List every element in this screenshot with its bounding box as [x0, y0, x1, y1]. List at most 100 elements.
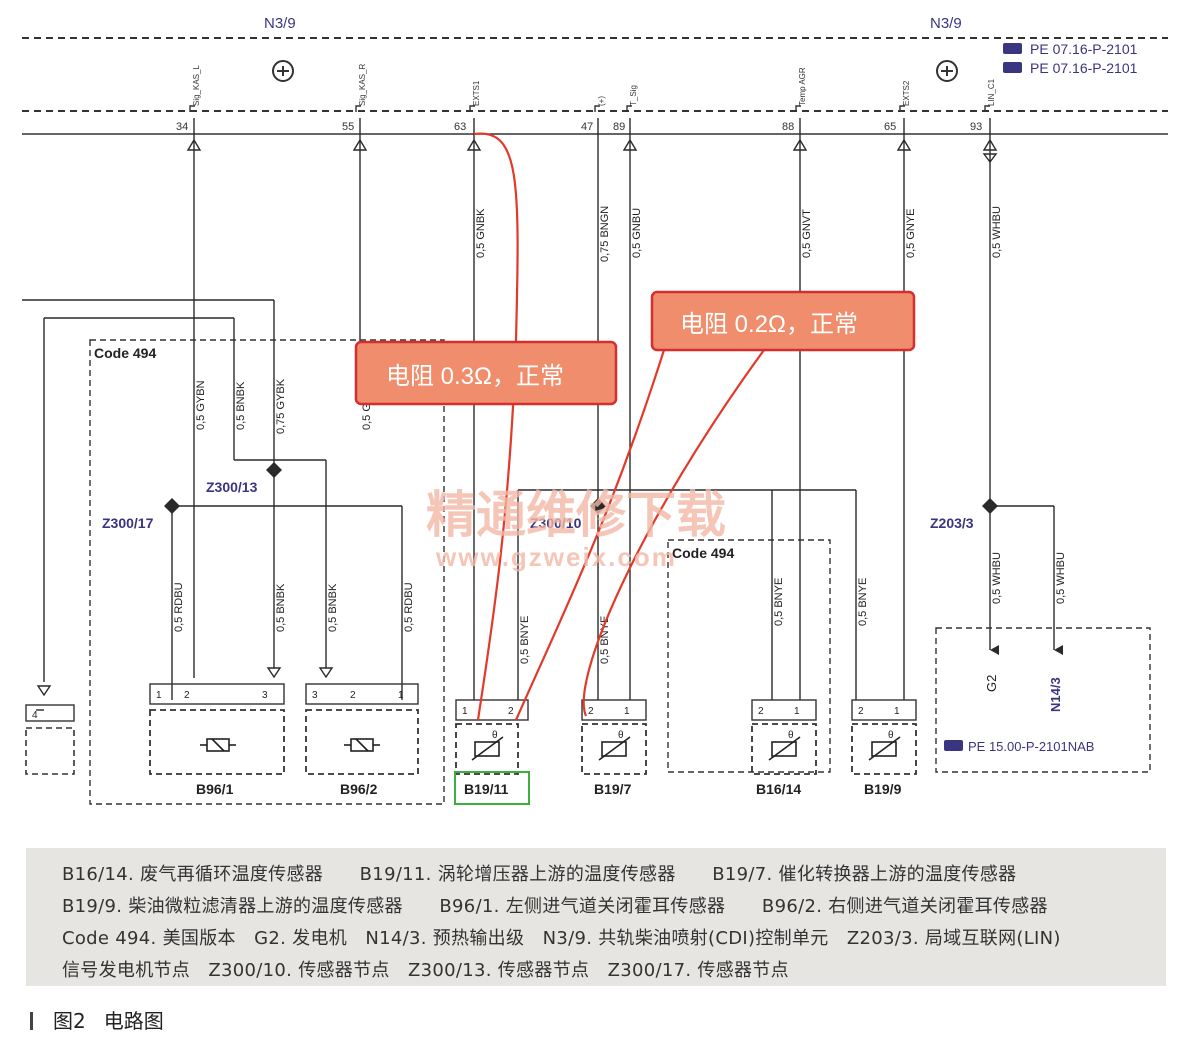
thermistor-icon	[471, 736, 504, 761]
component-label: B19/11	[464, 781, 509, 797]
theta-symbol: θ	[618, 730, 624, 741]
component-label: B19/7	[594, 781, 632, 797]
wire-label: 0,5 BNYE	[773, 578, 785, 626]
thermistor-icon	[868, 736, 901, 761]
pin-number: 4	[32, 710, 38, 721]
node-label: Z300/17	[102, 515, 154, 531]
wire-label: 0,5 RDBU	[403, 582, 415, 632]
pin-signal: T_Sig	[629, 85, 638, 106]
legend-line: 信号发电机节点 Z300/10. 传感器节点 Z300/13. 传感器节点 Z3…	[62, 960, 789, 981]
pin-number: 1	[624, 706, 630, 717]
component-label: B96/2	[340, 781, 378, 797]
watermark-text: 精通维修下载	[426, 487, 726, 543]
pin-number: 1	[894, 706, 900, 717]
wire-label: 0,5 WHBU	[991, 206, 1003, 258]
reference-text: PE 15.00-P-2101NAB	[968, 739, 1094, 754]
thermistor-icon	[768, 736, 801, 761]
component-label: B16/14	[756, 781, 801, 797]
pin-number: 2	[350, 690, 356, 701]
reference-text: PE 07.16-P-2101	[1030, 60, 1138, 76]
wire-label: 0,5 BNBK	[275, 583, 287, 632]
reference-link[interactable]: PE 07.16-P-2101	[1003, 60, 1138, 76]
junction-node	[164, 462, 998, 514]
caption-bar	[30, 1012, 33, 1030]
legend-panel: B16/14. 废气再循环温度传感器 B19/11. 涡轮增压器上游的温度传感器…	[26, 848, 1166, 986]
pin-number: 3	[262, 690, 268, 701]
wire-label: 0,5 GNBU	[631, 208, 643, 258]
pin-number: 1	[794, 706, 800, 717]
pin-number: 1	[398, 690, 404, 701]
wire-label: 0,5 BNBK	[327, 583, 339, 632]
pin-number: 2	[508, 706, 514, 717]
wire-label: 0,75 BNGN	[599, 206, 611, 262]
pin-number: 93	[970, 121, 982, 133]
code-box: Code 494	[667, 539, 831, 773]
wire-label: 0,5 RDBU	[173, 582, 185, 632]
reference-link[interactable]: PE 07.16-P-2101	[1003, 41, 1138, 57]
arrow-down-icon	[36, 667, 334, 697]
ecu-pin: T_Sig 89	[613, 85, 638, 133]
pin-number: 2	[588, 706, 594, 717]
document-reference-icon	[1003, 62, 1022, 73]
wire-label: 0,5 GNYE	[905, 208, 917, 258]
ecu-boundary	[22, 37, 1168, 135]
component-b19-7[interactable]: 2 1 θ B19/7	[581, 699, 647, 797]
hall-sensor-icon	[200, 738, 236, 752]
component-b96-1[interactable]: 1 2 3 B96/1	[149, 683, 285, 797]
code-box: Code 494	[89, 339, 445, 805]
wire-label: 0,5 BNYE	[857, 578, 869, 626]
code-box-label: Code 494	[672, 545, 734, 561]
ecu-pin: LIN_C1 93	[970, 78, 996, 133]
pin-signal: Temp AGR	[798, 67, 807, 106]
wire-label: 0,5 BNYE	[519, 616, 531, 664]
highlight-frame	[454, 771, 530, 805]
callout-text: 电阻 0.2Ω，正常	[680, 311, 858, 338]
pin-signal: Sig_KAS_L	[192, 65, 201, 106]
pin-number: 1	[462, 706, 468, 717]
figure-caption: 图2 电路图	[30, 1005, 164, 1034]
component-b16-14[interactable]: 2 1 θ B16/14	[751, 699, 817, 797]
reference-link[interactable]: PE 15.00-P-2101NAB	[944, 739, 1094, 754]
document-reference-icon	[944, 740, 963, 751]
wire-label: 0,75 GYBK	[275, 378, 287, 434]
pin-number: 1	[156, 690, 162, 701]
legend-line: Code 494. 美国版本 G2. 发电机 N14/3. 预热输出级 N3/9…	[62, 928, 1061, 949]
component-b96-2[interactable]: 3 2 1 B96/2	[305, 683, 419, 797]
code-box-label: Code 494	[94, 345, 156, 361]
pin-signal: LIN_C1	[987, 78, 996, 106]
component-b19-11[interactable]: 1 2 θ B19/11	[454, 699, 530, 805]
figure-title: 电路图	[103, 1009, 164, 1033]
pin-signal: Sig_KAS_R	[358, 64, 367, 106]
output-label: G2	[984, 675, 999, 692]
pin-number: 2	[758, 706, 764, 717]
legend-line: B16/14. 废气再循环温度传感器 B19/11. 涡轮增压器上游的温度传感器…	[62, 864, 1017, 885]
document-reference-icon	[1003, 43, 1022, 54]
ecu-pin: EXTS1 63	[454, 80, 481, 133]
component-b19-9[interactable]: 2 1 θ B19/9	[851, 699, 917, 797]
pin-number: 2	[184, 690, 190, 701]
wire-labels: 0,5 GNBK 0,75 BNGN 0,5 GNBU 0,5 GNVT 0,5…	[173, 206, 1067, 664]
ecu-label-right: N3/9	[930, 15, 962, 32]
ecu-pin: Sig_KAS_R 55	[342, 64, 367, 133]
theta-symbol: θ	[888, 730, 894, 741]
theta-symbol: θ	[492, 730, 498, 741]
output-box: G2 N14/3 PE 15.00-P-2101NAB	[935, 627, 1151, 773]
ecu-pin: Sig_KAS_L 34	[176, 65, 201, 133]
wire-label: 0,5 WHBU	[1055, 552, 1067, 604]
pin-signal: EXTS2	[902, 80, 911, 106]
pin-number: 47	[581, 121, 593, 133]
node-label: Z300/13	[206, 479, 258, 495]
ground-symbol-icon	[936, 60, 958, 82]
pin-number: 3	[312, 690, 318, 701]
pin-number: 63	[454, 121, 466, 133]
figure-number: 图2	[53, 1009, 86, 1033]
watermark: 精通维修下载 www.gzweix.com	[426, 487, 726, 572]
pin-number: 65	[884, 121, 896, 133]
legend-line: B19/9. 柴油微粒滤清器上游的温度传感器 B96/1. 左侧进气道关闭霍耳传…	[62, 896, 1048, 917]
component-label: B96/1	[196, 781, 234, 797]
wire-label: 0,5 WHBU	[991, 552, 1003, 604]
callout-resistance: 电阻 0.3Ω，正常	[354, 340, 618, 406]
ground-symbol-icon	[272, 60, 294, 82]
pin-number: 88	[782, 121, 794, 133]
arrow-up-icon	[186, 138, 998, 164]
